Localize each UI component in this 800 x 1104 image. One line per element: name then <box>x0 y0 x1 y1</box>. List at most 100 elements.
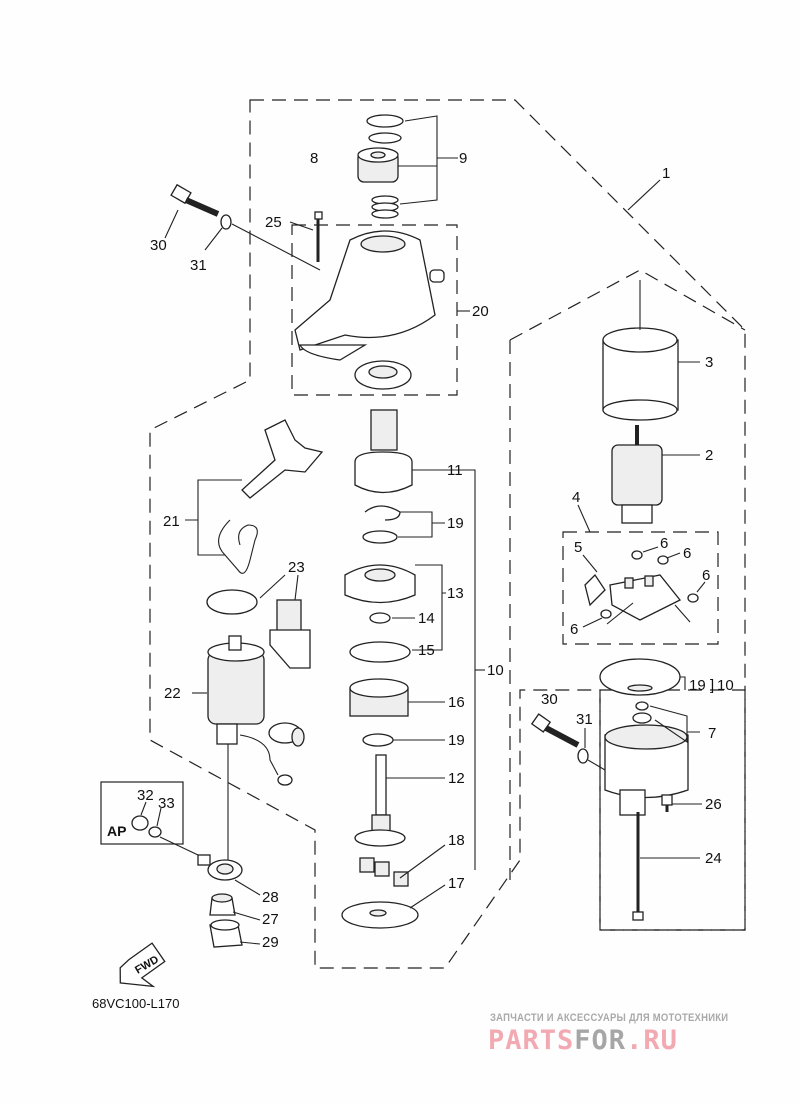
group-10-boundary <box>509 269 746 341</box>
leader-17 <box>409 884 446 909</box>
part-brush-spring <box>631 550 643 560</box>
svg-text:10: 10 <box>717 677 734 694</box>
leader-31 <box>204 227 223 251</box>
callout-30: 30 <box>150 237 167 254</box>
group-4-boundary <box>562 531 719 645</box>
callout-33: 33 <box>158 795 175 812</box>
assembly-boundary <box>149 99 746 969</box>
svg-text:]: ] <box>710 677 714 694</box>
part-terminal-cap-top <box>210 919 240 931</box>
callout-18: 18 <box>448 832 465 849</box>
part-planet-shaft <box>354 754 406 847</box>
part-brush-holder <box>609 574 682 621</box>
callout-6: 6 <box>702 567 710 584</box>
part-planet-gear <box>374 861 390 877</box>
part-dust-cover <box>268 722 305 747</box>
callout-5: 5 <box>574 539 582 556</box>
callout-19: 19 <box>447 515 464 532</box>
callout-31: 31 <box>190 257 207 274</box>
part-nut <box>131 815 149 831</box>
part-planet-gear <box>359 857 375 873</box>
callout-23: 23 <box>288 559 305 576</box>
leader-31b <box>584 728 606 771</box>
part-insulator-slot <box>627 684 653 692</box>
part-washer <box>362 733 394 747</box>
callout-21: 21 <box>163 513 180 530</box>
part-bolt <box>170 183 220 217</box>
leader-6c <box>696 581 706 593</box>
leader-32-33 <box>140 801 199 856</box>
leader-6d <box>582 602 691 628</box>
leader-19a <box>398 511 445 538</box>
part-long-bolt-head <box>632 911 644 921</box>
callout-28: 28 <box>262 889 279 906</box>
leader-27 <box>232 911 261 921</box>
diagram-code: 68VC100-L170 <box>92 996 180 1011</box>
leader-30 <box>164 209 179 239</box>
watermark-logo-parts: PARTS <box>488 1025 575 1056</box>
part-bushing <box>369 612 391 624</box>
part-brush-spring <box>687 593 699 603</box>
callout-22: 22 <box>164 685 181 702</box>
watermark-tagline: ЗАПЧАСТИ И АКСЕССУАРЫ ДЛЯ МОТОТЕХНИКИ <box>490 1012 729 1024</box>
part-e-clip <box>364 505 401 521</box>
part-screw <box>661 794 673 812</box>
leader-29 <box>239 941 261 945</box>
callout-24: 24 <box>705 850 722 867</box>
callout-8: 8 <box>310 150 318 167</box>
leader-5 <box>582 554 598 573</box>
svg-text:19: 19 <box>689 677 706 694</box>
callout-17: 17 <box>448 875 465 892</box>
leader-25 <box>289 221 314 231</box>
part-lever-spring <box>218 519 258 574</box>
callout-4: 4 <box>572 489 580 506</box>
leader-23 <box>259 574 299 601</box>
watermark-logo-for: FOR <box>574 1025 627 1056</box>
part-through-bolt <box>314 211 323 262</box>
leader-19c <box>680 676 686 690</box>
part-lock-washer <box>148 826 162 838</box>
callout-6: 6 <box>570 621 578 638</box>
part-pinion-gear <box>357 147 399 183</box>
callout-10: 10 <box>487 662 504 679</box>
callout-2: 2 <box>705 447 713 464</box>
forward-arrow-icon <box>119 942 166 988</box>
watermark-logo: PARTSFOR.RU <box>488 1025 678 1056</box>
part-front-bracket <box>294 230 445 361</box>
part-brush-spring <box>600 609 612 619</box>
part-washer <box>220 214 232 230</box>
leader-28 <box>234 879 261 896</box>
leader-6b <box>666 552 681 559</box>
group-end-cover-boundary <box>599 689 746 931</box>
callout-1: 1 <box>662 165 670 182</box>
callout-20: 20 <box>472 303 489 320</box>
callout-16: 16 <box>448 694 465 711</box>
leader-11 <box>412 469 476 870</box>
leader-9 <box>398 115 458 205</box>
part-planet-gear <box>393 871 409 887</box>
part-brush-lead <box>584 573 606 607</box>
callout-26: 26 <box>705 796 722 813</box>
callout-11: 11 <box>447 462 463 479</box>
callout-19: 19 <box>448 732 465 749</box>
callout-6: 6 <box>683 545 691 562</box>
callout-29: 29 <box>262 934 279 951</box>
watermark-logo-ru: .RU <box>626 1025 678 1056</box>
part-internal-gear <box>349 678 409 717</box>
part-plate-hole <box>369 909 387 917</box>
part-bearing-inner <box>368 365 398 379</box>
part-drive-assembly <box>354 409 413 494</box>
part-nut-top <box>211 893 233 903</box>
callout-9: 9 <box>459 150 467 167</box>
leader-4 <box>577 504 591 533</box>
part-brush-spring <box>657 555 669 565</box>
part-terminal <box>197 854 243 881</box>
part-ring-gear-plate <box>349 641 411 663</box>
part-rear-cover <box>604 701 689 816</box>
callout-12: 12 <box>448 770 465 787</box>
callout-15: 15 <box>418 642 435 659</box>
part-solenoid <box>207 635 293 786</box>
part-ring <box>368 132 402 144</box>
leader-13 <box>392 564 446 651</box>
